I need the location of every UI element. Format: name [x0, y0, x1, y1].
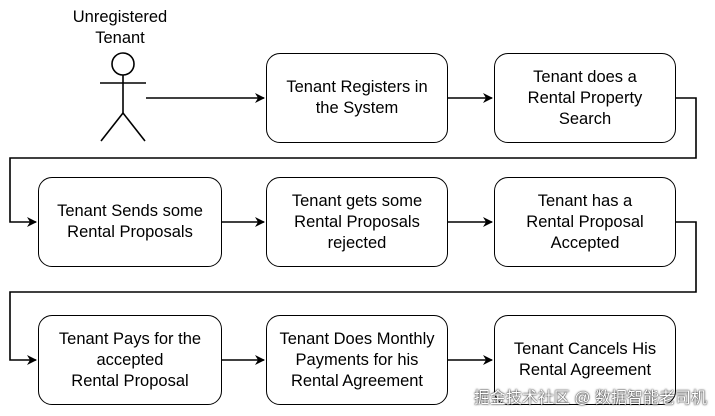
step-8-box: Tenant Cancels His Rental Agreement — [494, 315, 676, 405]
connector-step-5-to-step-6 — [9, 221, 697, 365]
actor-stick-figure-icon — [100, 52, 146, 142]
step-2-box: Tenant does a Rental Property Search — [494, 53, 676, 143]
step-6-box: Tenant Pays for the accepted Rental Prop… — [38, 315, 222, 405]
watermark-text: 掘金技术社区 @ 数据智能老司机 — [473, 390, 707, 407]
step-5-box: Tenant has a Rental Proposal Accepted — [494, 177, 676, 267]
step-1-box: Tenant Registers in the System — [266, 53, 448, 143]
step-3-box: Tenant Sends some Rental Proposals — [38, 177, 222, 267]
step-7-box: Tenant Does Monthly Payments for his Ren… — [266, 315, 448, 405]
step-4-box: Tenant gets some Rental Proposals reject… — [266, 177, 448, 267]
connector-step-2-to-step-3 — [9, 97, 697, 227]
actor-label: Unregistered Tenant — [72, 8, 168, 47]
